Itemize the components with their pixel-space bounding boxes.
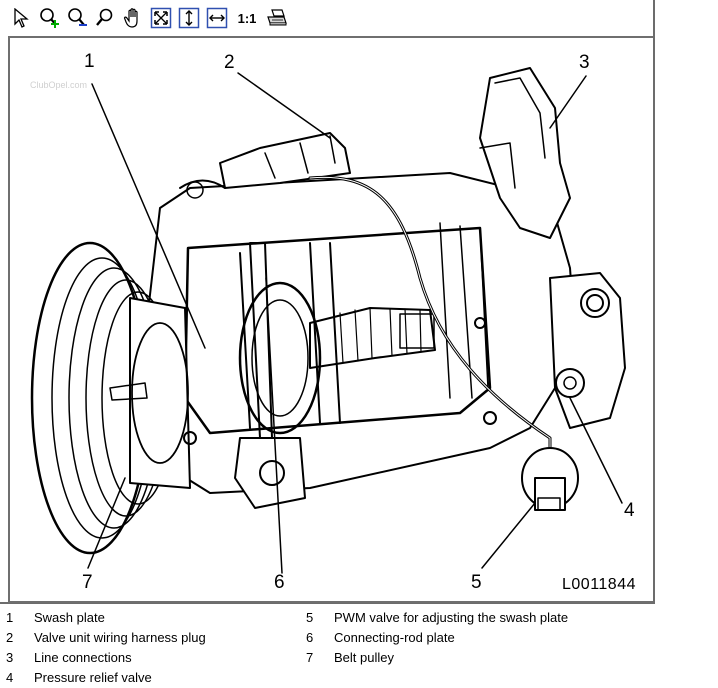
callout-4: 4: [624, 500, 635, 521]
fit-width-button[interactable]: [204, 5, 230, 31]
legend-text: Line connections: [34, 650, 132, 665]
viewer-toolbar: 1:1: [0, 0, 655, 36]
callout-2: 2: [224, 52, 235, 73]
legend-number: 7: [306, 650, 314, 665]
callout-1: 1: [84, 51, 95, 72]
legend-number: 5: [306, 610, 314, 625]
legend: 1 Swash plate 2 Valve unit wiring harnes…: [0, 608, 718, 686]
legend-number: 2: [6, 630, 14, 645]
legend-text: Valve unit wiring harness plug: [34, 630, 206, 645]
figure-code: L0011844: [562, 576, 636, 593]
callout-5: 5: [471, 572, 482, 593]
legend-number: 4: [6, 670, 14, 685]
pointer-icon: [14, 8, 29, 28]
zoom-in-button[interactable]: [36, 5, 62, 31]
fit-height-button[interactable]: [176, 5, 202, 31]
viewer-bottom-border: [0, 602, 655, 604]
legend-text: Connecting-rod plate: [334, 630, 455, 645]
pointer-tool-button[interactable]: [8, 5, 34, 31]
zoom-in-icon: [40, 8, 59, 28]
legend-text: Swash plate: [34, 610, 105, 625]
pan-button[interactable]: [120, 5, 146, 31]
zoom-button[interactable]: [92, 5, 118, 31]
legend-number: 6: [306, 630, 314, 645]
legend-text: Pressure relief valve: [34, 670, 152, 685]
legend-number: 3: [6, 650, 14, 665]
zoom-icon: [96, 8, 113, 26]
legend-number: 1: [6, 610, 14, 625]
fit-width-icon: [206, 7, 228, 29]
zoom-out-button[interactable]: [64, 5, 90, 31]
actual-size-button[interactable]: 1:1: [237, 10, 257, 26]
fit-page-icon: [150, 7, 172, 29]
legend-text: PWM valve for adjusting the swash plate: [334, 610, 569, 625]
print-button[interactable]: [264, 5, 290, 31]
fit-page-button[interactable]: [148, 5, 174, 31]
fit-height-icon: [178, 7, 200, 29]
compressor-drawing: [30, 67, 626, 574]
watermark-text: ClubOpel.com: [30, 80, 88, 90]
viewer-right-border: [653, 0, 655, 604]
callout-7: 7: [82, 572, 93, 593]
figure-viewport[interactable]: ClubOpel.com 1 2 3 4 5 6 7 L0011844: [8, 36, 653, 603]
pan-hand-icon: [123, 8, 138, 28]
callout-3: 3: [579, 52, 590, 73]
print-icon: [267, 9, 287, 26]
callout-6: 6: [274, 572, 285, 593]
legend-text: Belt pulley: [334, 650, 394, 665]
zoom-out-icon: [68, 8, 87, 26]
